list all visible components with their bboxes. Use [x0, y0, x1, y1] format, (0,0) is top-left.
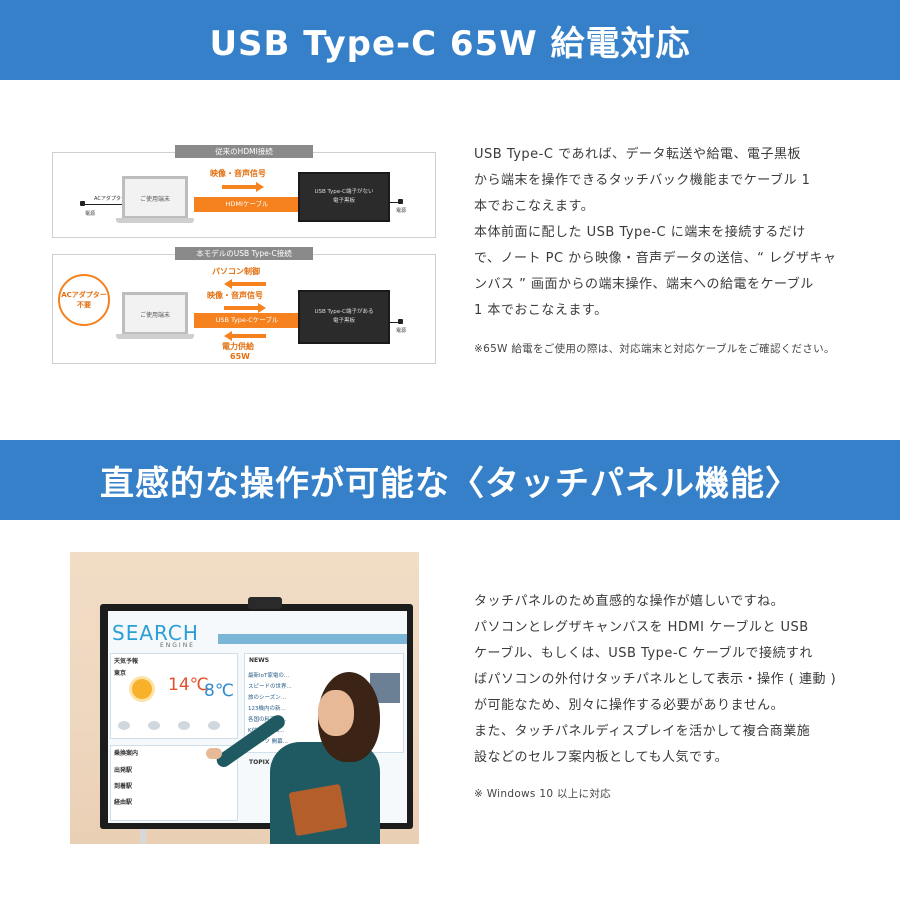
section-title-text: 直感的な操作が可能な〈タッチパネル機能〉 — [100, 463, 800, 504]
paragraph-line: で、ノート PC から映像・音声データの送信、“ レグザキャ — [474, 251, 837, 266]
search-engine-logo: SEARCH — [112, 621, 199, 645]
temp-high: 14℃ — [168, 675, 209, 695]
paragraph-line: ンバス ” 画面からの端末操作、端末への給電をケーブル — [474, 277, 814, 292]
sun-icon — [132, 679, 152, 699]
paragraph-line: USB Type-C であれば、データ転送や給電、電子黒板 — [474, 147, 801, 162]
av-signal-label-2: 映像・音声信号 — [207, 291, 263, 300]
paragraph-line: 設などのセルフ案内板としても人気です。 — [474, 750, 729, 765]
orange-folder — [288, 783, 348, 837]
temp-low: 8℃ — [204, 681, 234, 701]
news-item: 最新IoT家電の... — [248, 673, 290, 679]
power-plug-icon — [80, 201, 85, 206]
signal-arrow-icon — [222, 182, 264, 192]
tv-power-cable-2 — [390, 322, 400, 323]
news-item: 旅のシーズン... — [248, 695, 286, 701]
hdmi-cable-bar: HDMIケーブル — [194, 197, 300, 212]
av-signal-label: 映像・音声信号 — [210, 169, 266, 178]
usb-c-footnote: ※65W 給電をご使用の際は、対応端末と対応ケーブルをご確認ください。 — [474, 343, 835, 355]
ac-adapter-label: ACアダプター — [94, 196, 126, 202]
laptop-icon — [122, 176, 188, 218]
news-item: 123機内の新... — [248, 706, 286, 712]
control-arrow-icon — [224, 279, 266, 289]
camera-icon — [248, 597, 282, 609]
woman-face — [318, 690, 354, 736]
tv-power-label-2: 電源 — [396, 328, 407, 334]
forecast-icon — [208, 721, 220, 730]
hdmi-connection-label: 従来のHDMI接続 — [175, 145, 313, 158]
tv-power-plug-icon-2 — [398, 319, 403, 324]
signal-arrow-icon-2 — [224, 303, 266, 313]
ac-badge-text: ACアダプター不要 — [61, 291, 107, 309]
laptop-icon-2 — [122, 292, 188, 334]
paragraph-line: 本でおこなえます。 — [474, 199, 595, 214]
transit-heading: 乗換案内 — [114, 750, 139, 757]
tv-power-plug-icon — [398, 199, 403, 204]
paragraph-line: 1 本でおこなえます。 — [474, 303, 608, 318]
paragraph-line: から端末を操作できるタッチバック機能までケーブル 1 — [474, 173, 811, 188]
weather-heading: 天気予報 — [114, 658, 139, 665]
topix-heading: TOPIX — [249, 759, 270, 766]
paragraph-line: また、タッチパネルディスプレイを活かして複合商業施 — [474, 724, 811, 739]
touch-panel-description: タッチパネルのため直感的な操作が嬉しいですね。 パソコンとレグザキャンバスを H… — [474, 589, 836, 771]
typec-connection-label: 本モデルのUSB Type-C接続 — [175, 247, 313, 260]
laptop-label: ご使用端末 — [139, 196, 170, 203]
pc-control-label: パソコン制御 — [212, 267, 260, 276]
typec-cable-bar: USB Type-Cケーブル — [194, 313, 300, 328]
section-title-text: USB Type-C 65W 給電対応 — [209, 23, 691, 64]
transit-row: 到着駅 — [114, 783, 133, 790]
power-label: 電源 — [85, 211, 96, 217]
transit-row: 経由駅 — [114, 799, 133, 806]
pointing-hand — [206, 748, 222, 759]
news-item: スピードの世界... — [248, 684, 292, 690]
forecast-icon — [178, 721, 190, 730]
news-item: スポーツ 開幕... — [248, 739, 288, 745]
power-supply-label: 電力供給 — [222, 342, 254, 351]
laptop-base-2 — [116, 334, 194, 339]
laptop-label-2: ご使用端末 — [139, 312, 170, 319]
tv-label-line1: USB Type-C端子がない — [314, 189, 374, 195]
connection-diagram: 従来のHDMI接続 ACアダプター 電源 ご使用端末 映像・音声信号 HDMIケ… — [52, 144, 438, 366]
tv-label-line1-2: USB Type-C端子がある — [314, 309, 374, 315]
section-title-usb-c: USB Type-C 65W 給電対応 — [0, 0, 900, 80]
blackboard-without-typec — [298, 172, 390, 222]
display-stand — [140, 822, 146, 844]
paragraph-line: タッチパネルのため直感的な操作が嬉しいですね。 — [474, 594, 785, 609]
power-cable — [82, 204, 132, 205]
tv-power-label: 電源 — [396, 208, 407, 214]
usb-c-description: USB Type-C であれば、データ転送や給電、電子黒板 から端末を操作できる… — [474, 142, 837, 324]
engine-label: ENGINE — [160, 642, 195, 649]
paragraph-line: 本体前面に配した USB Type-C に端末を接続するだけ — [474, 225, 806, 240]
news-heading: NEWS — [249, 657, 270, 664]
city-label: 東京 — [114, 670, 127, 677]
power-watt-label: 65W — [230, 352, 250, 361]
paragraph-line: パソコンとレグザキャンバスを HDMI ケーブルと USB — [474, 620, 809, 635]
blackboard-with-typec — [298, 290, 390, 344]
tv-label-line2: 電子黒板 — [332, 198, 355, 204]
touch-panel-photo: SEARCH ENGINE 天気予報 東京 14℃ 8℃ 乗換案内 出発駅 到着… — [70, 552, 419, 844]
section-title-touch-panel: 直感的な操作が可能な〈タッチパネル機能〉 — [0, 440, 900, 520]
paragraph-line: ばパソコンの外付けタッチパネルとして表示・操作 ( 連動 ) — [474, 672, 837, 687]
forecast-icon — [118, 721, 130, 730]
forecast-icon — [148, 721, 160, 730]
laptop-base — [116, 218, 194, 223]
power-arrow-icon — [224, 331, 266, 341]
tv-power-cable — [390, 202, 400, 203]
nav-bar — [218, 634, 407, 644]
paragraph-line: が可能なため、別々に操作する必要がありません。 — [474, 698, 785, 713]
transit-row: 出発駅 — [114, 767, 133, 774]
tv-label-line2-2: 電子黒板 — [332, 318, 355, 324]
ac-adapter-unneeded-badge: ACアダプター不要 — [58, 274, 110, 326]
paragraph-line: ケーブル、もしくは、USB Type-C ケーブルで接続すれ — [474, 646, 814, 661]
windows-footnote: ※ Windows 10 以上に対応 — [474, 788, 611, 800]
